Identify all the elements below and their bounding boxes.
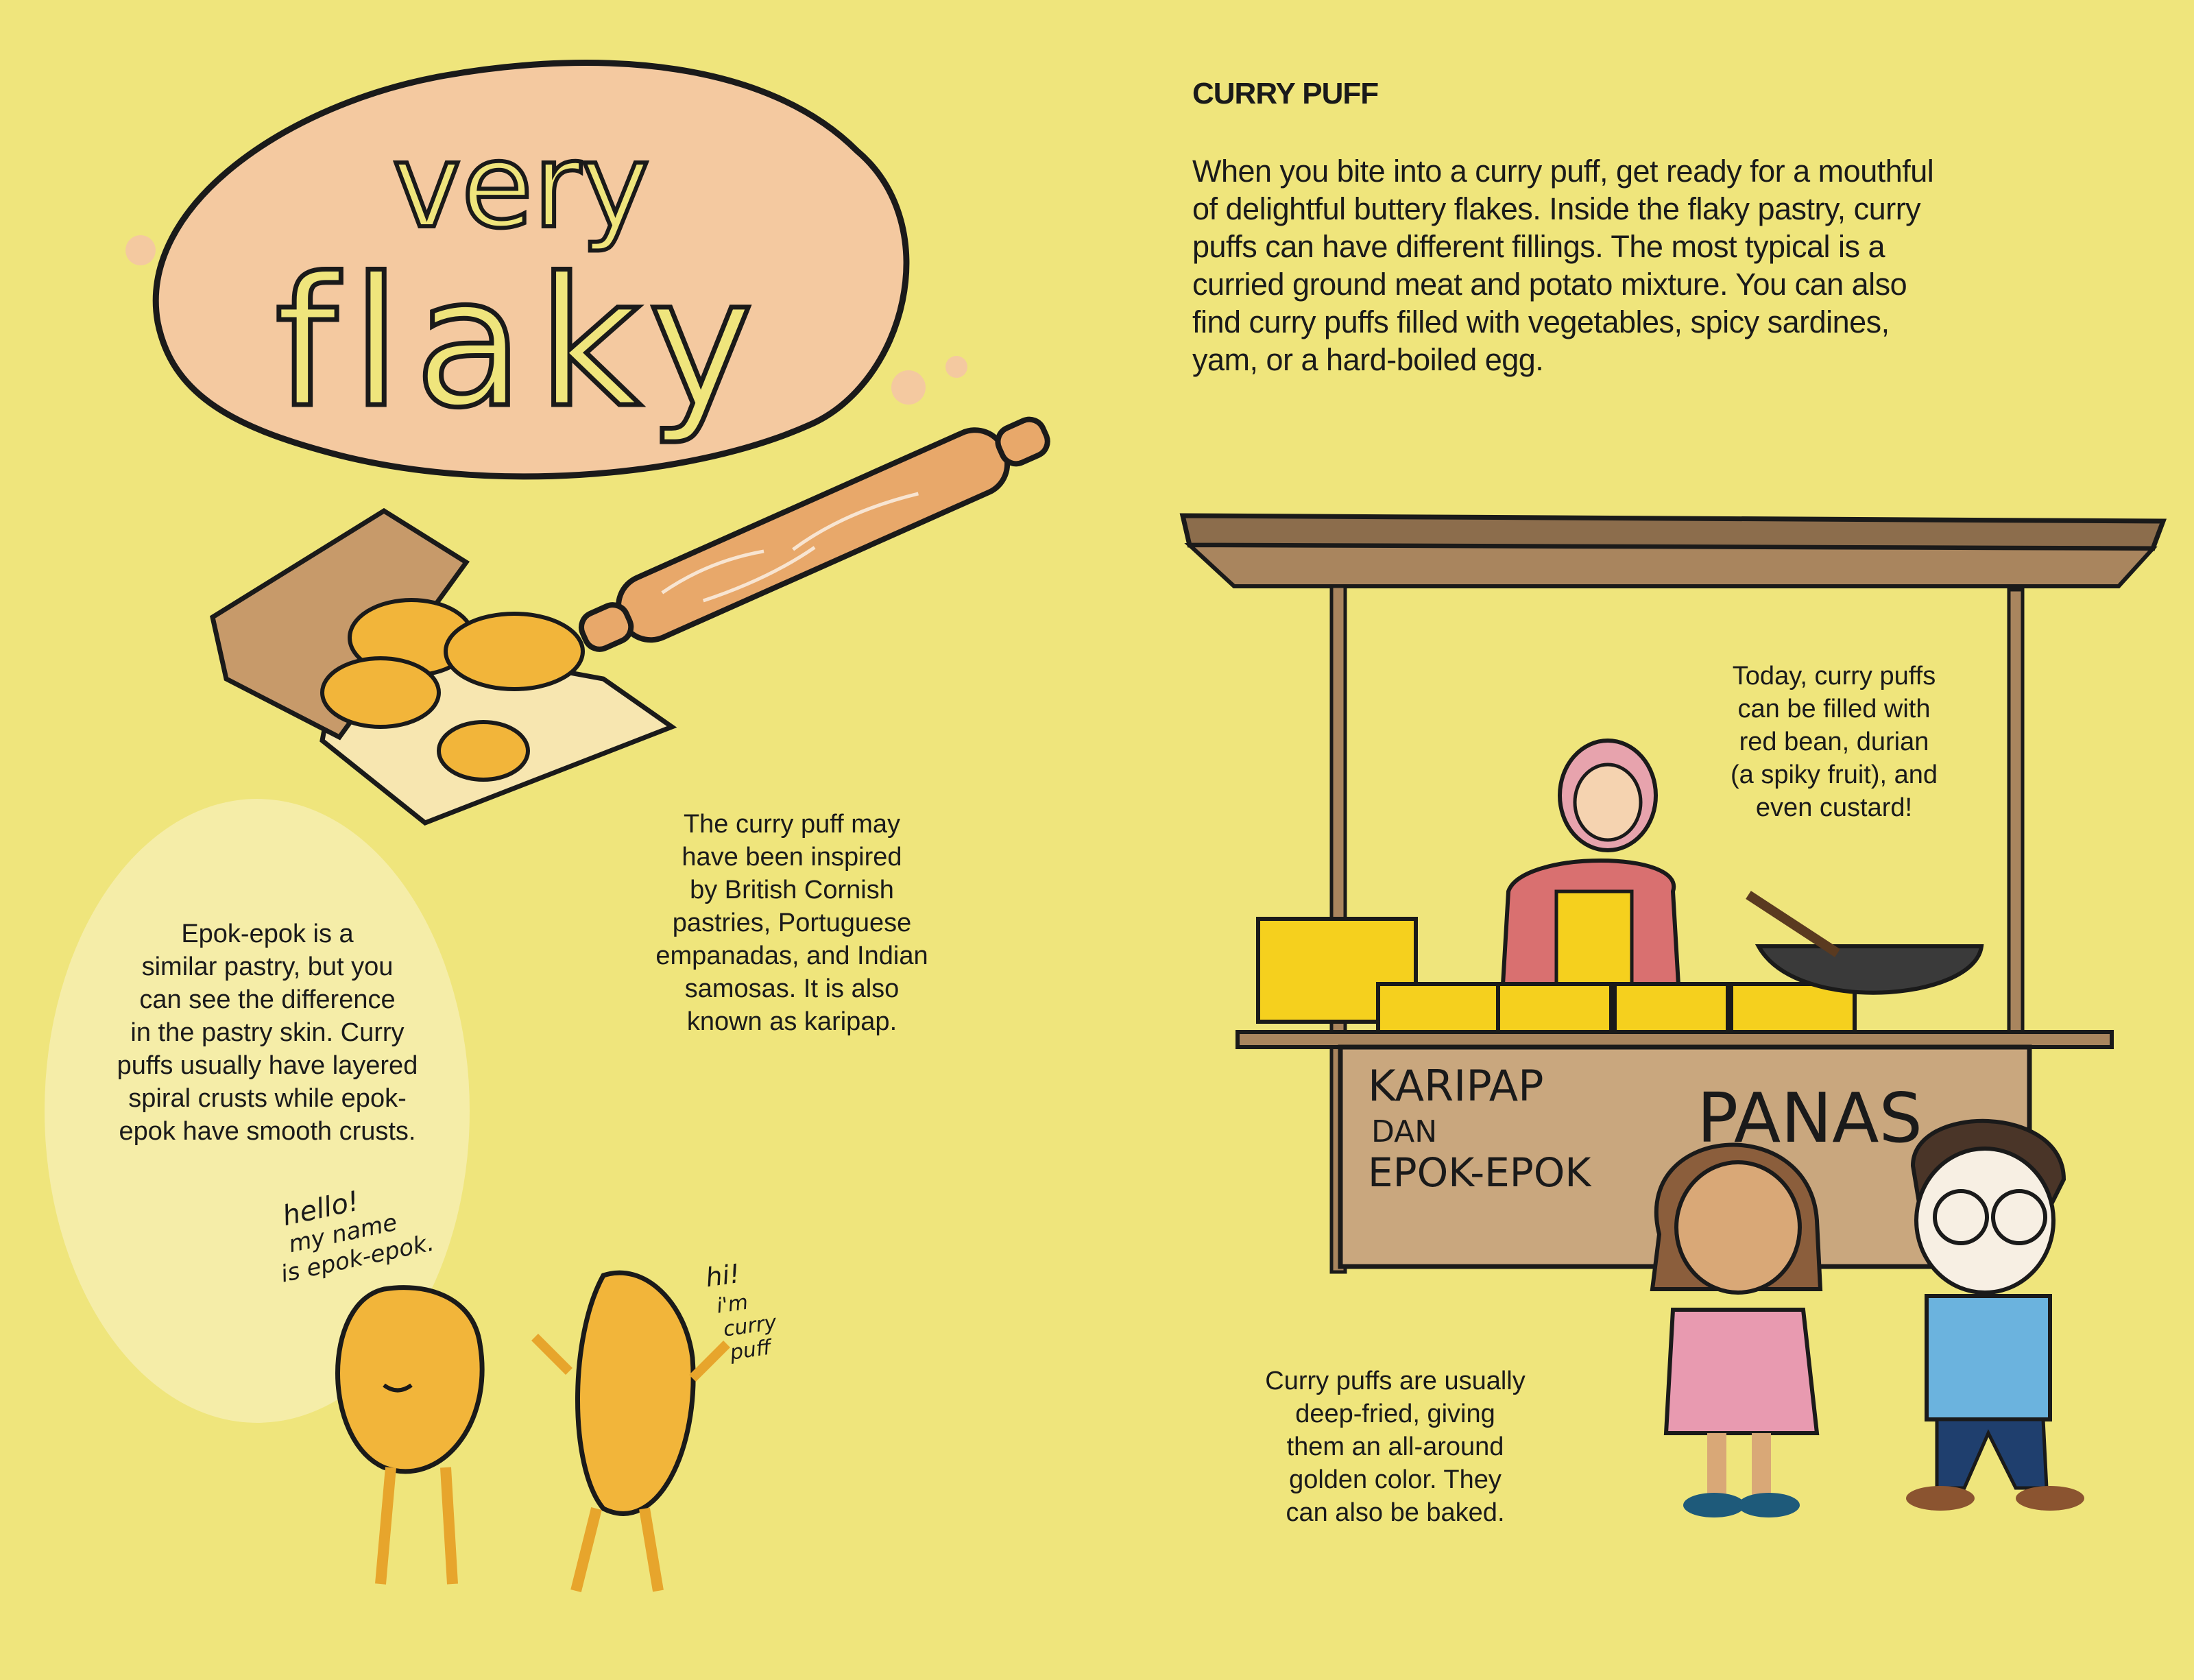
svg-text:KARIPAP: KARIPAP <box>1368 1061 1544 1111</box>
epok-caption: Epok-epok is a similar pastry, but you c… <box>117 920 418 1146</box>
bubble-word-very: very <box>392 119 650 254</box>
svg-text:EPOK-EPOK: EPOK-EPOK <box>1368 1149 1592 1196</box>
girl <box>1650 1142 1823 1517</box>
epok-epok-character <box>335 1285 485 1585</box>
svg-text:hi!: hi! <box>703 1258 742 1293</box>
very-flaky-bubble: very flaky <box>125 60 967 480</box>
rolling-pin <box>579 416 1050 652</box>
svg-text:DAN: DAN <box>1371 1114 1437 1149</box>
intro-paragraph: When you bite into a curry puff, get rea… <box>1192 154 1934 377</box>
epok-info-circle <box>45 799 470 1423</box>
paper-bag-with-curry-puffs <box>210 507 677 826</box>
bubble-word-flaky: flaky <box>275 240 767 447</box>
svg-text:puff: puff <box>728 1335 775 1365</box>
fillings-caption: Today, curry puffs can be filled with re… <box>1731 662 1938 822</box>
stall-sign: KARIPAP DAN EPOK-EPOK PANAS <box>1368 1061 1922 1196</box>
page-title: CURRY PUFF <box>1192 77 1379 110</box>
curry-puff-character <box>531 1270 730 1592</box>
boy <box>1906 1118 2084 1511</box>
svg-text:i'm: i'm <box>715 1291 749 1319</box>
cooking-caption: Curry puffs are usually deep-fried, givi… <box>1265 1367 1526 1527</box>
origin-caption: The curry puff may have been inspired by… <box>655 810 928 1036</box>
